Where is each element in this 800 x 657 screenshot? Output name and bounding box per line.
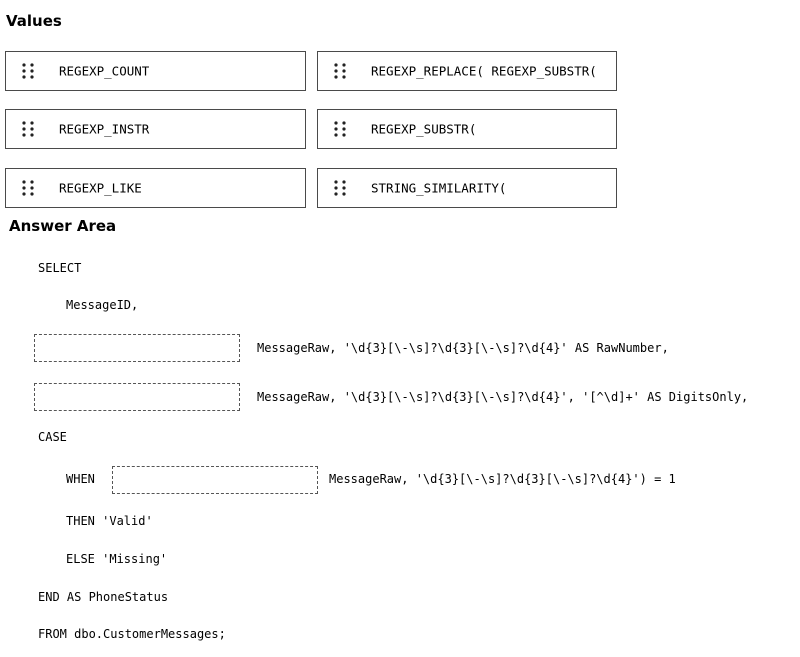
grip-dots-icon <box>334 121 346 137</box>
value-tile-label: REGEXP_SUBSTR( <box>371 121 477 137</box>
value-tile-regexp-substr[interactable]: REGEXP_SUBSTR( <box>317 109 617 149</box>
value-tile-label: REGEXP_REPLACE( REGEXP_SUBSTR( <box>371 63 597 79</box>
code-digits-only: MessageRaw, '\d{3}[\-\s]?\d{3}[\-\s]?\d{… <box>257 390 749 404</box>
value-tile-label: STRING_SIMILARITY( <box>371 180 507 196</box>
code-end: END AS PhoneStatus <box>38 590 169 604</box>
grip-dots-icon <box>22 63 34 79</box>
value-tile-label: REGEXP_COUNT <box>59 63 150 79</box>
code-from: FROM dbo.CustomerMessages; <box>38 627 226 641</box>
value-tile-label: REGEXP_LIKE <box>59 180 142 196</box>
grip-dots-icon <box>334 63 346 79</box>
drop-zone-raw-number[interactable] <box>34 334 240 362</box>
code-then: THEN 'Valid' <box>66 514 153 528</box>
grip-dots-icon <box>334 180 346 196</box>
code-case: CASE <box>38 430 67 444</box>
grip-dots-icon <box>22 121 34 137</box>
value-tile-label: REGEXP_INSTR <box>59 121 150 137</box>
code-raw-number: MessageRaw, '\d{3}[\-\s]?\d{3}[\-\s]?\d{… <box>257 341 669 355</box>
code-else: ELSE 'Missing' <box>66 552 168 566</box>
value-tile-regexp-replace-substr[interactable]: REGEXP_REPLACE( REGEXP_SUBSTR( <box>317 51 617 91</box>
values-heading: Values <box>6 12 62 30</box>
value-tile-regexp-like[interactable]: REGEXP_LIKE <box>5 168 306 208</box>
value-tile-regexp-count[interactable]: REGEXP_COUNT <box>5 51 306 91</box>
drop-zone-digits-only[interactable] <box>34 383 240 411</box>
value-tile-regexp-instr[interactable]: REGEXP_INSTR <box>5 109 306 149</box>
drop-zone-when-condition[interactable] <box>112 466 318 494</box>
code-when-tail: MessageRaw, '\d{3}[\-\s]?\d{3}[\-\s]?\d{… <box>329 472 676 486</box>
value-tile-string-similarity[interactable]: STRING_SIMILARITY( <box>317 168 617 208</box>
code-message-id: MessageID, <box>66 298 139 312</box>
code-select: SELECT <box>38 261 82 275</box>
grip-dots-icon <box>22 180 34 196</box>
code-when: WHEN <box>66 472 95 486</box>
answer-area-heading: Answer Area <box>9 217 117 235</box>
